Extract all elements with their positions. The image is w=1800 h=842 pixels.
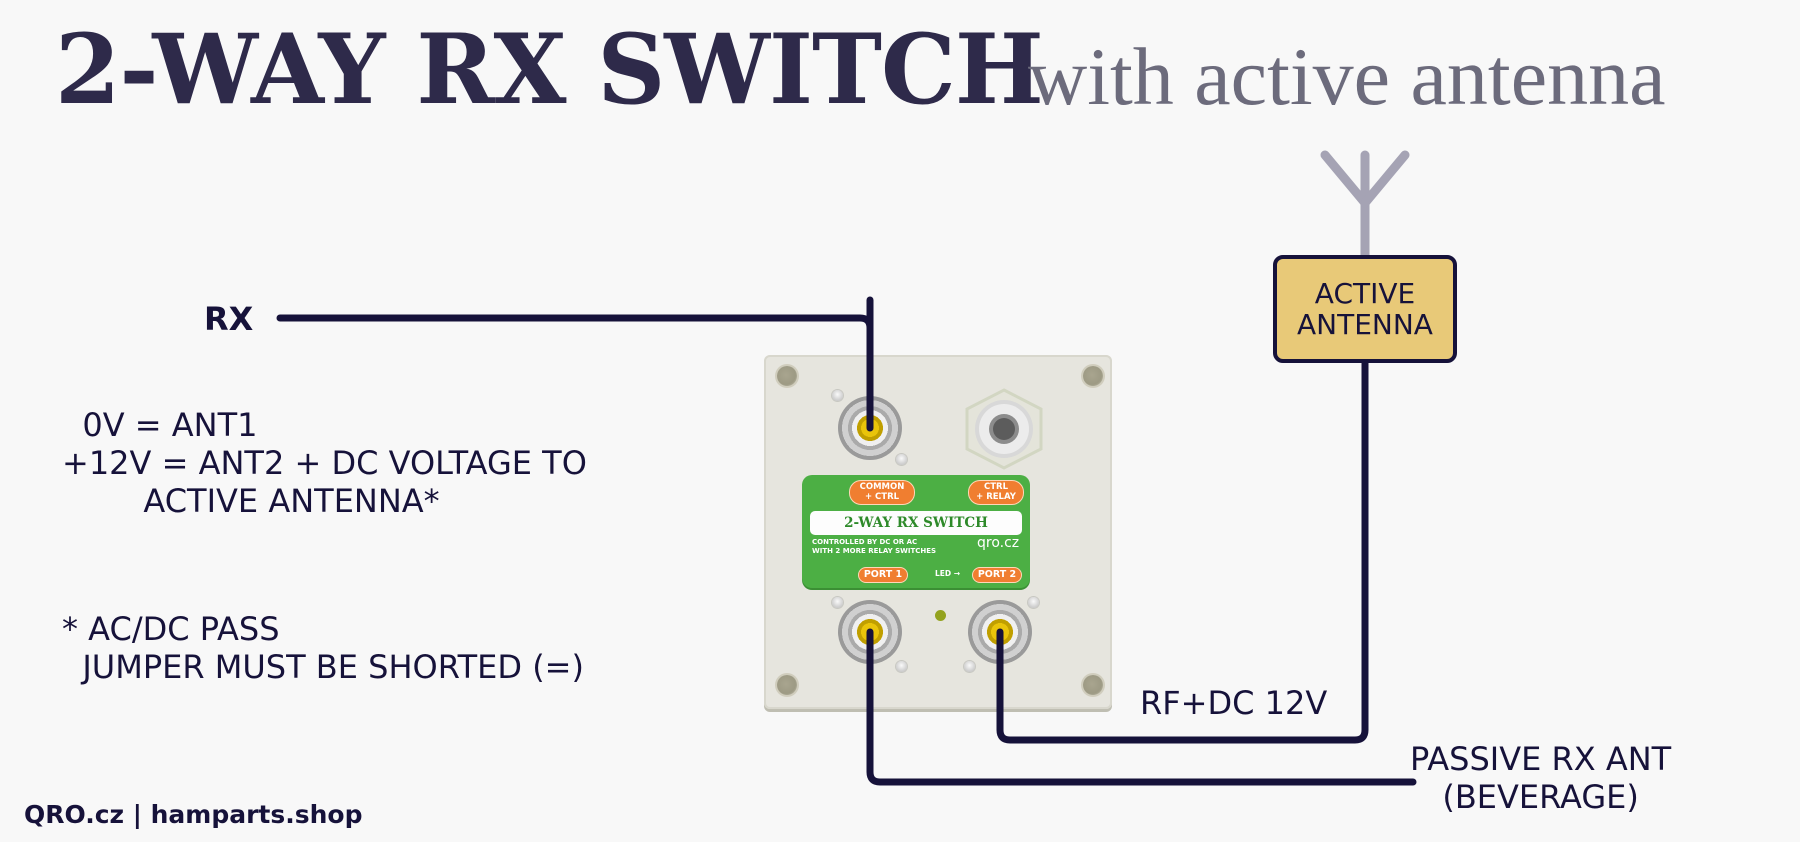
rx-label: RX <box>204 300 254 338</box>
corner-screw-icon <box>777 675 797 695</box>
corner-screw-icon <box>1083 366 1103 386</box>
corner-screw-icon <box>1083 675 1103 695</box>
passive-antenna-label: PASSIVE RX ANT (BEVERAGE) <box>1410 740 1671 816</box>
corner-screw-icon <box>777 366 797 386</box>
footnote-line: JUMPER MUST BE SHORTED (=) <box>62 648 584 686</box>
footnote-line: * AC/DC PASS <box>62 610 280 648</box>
active-antenna-line: ACTIVE <box>1314 277 1416 310</box>
description-line: WITH 2 MORE RELAY SWITCHES <box>812 547 937 555</box>
mount-screw-icon <box>832 597 843 608</box>
badge-line: + RELAY <box>976 492 1016 502</box>
badge-line: + CTRL <box>864 492 900 502</box>
brand-logo: qro.cz <box>977 535 1020 551</box>
mount-screw-icon <box>896 661 907 672</box>
badge-line: COMMON <box>859 482 905 492</box>
page-title: 2-WAY RX SWITCH <box>55 13 1044 126</box>
mount-screw-icon <box>1028 597 1039 608</box>
port1-badge: PORT 1 <box>858 567 908 583</box>
common-ctrl-badge: COMMON + CTRL <box>849 480 915 505</box>
active-antenna-wire <box>996 354 1369 744</box>
device-label-description: CONTROLLED BY DC OR AC WITH 2 MORE RELAY… <box>812 538 936 556</box>
badge-line: CTRL <box>984 482 1008 492</box>
led-indicator-icon <box>935 610 946 621</box>
note-line: ACTIVE ANTENNA* <box>62 482 440 520</box>
common-connector-icon <box>838 396 902 460</box>
mount-screw-icon <box>832 390 843 401</box>
control-voltage-notes: 0V = ANT1 +12V = ANT2 + DC VOLTAGE TO AC… <box>62 406 587 520</box>
passive-antenna-line: PASSIVE RX ANT <box>1410 740 1672 778</box>
port2-badge: PORT 2 <box>972 567 1022 583</box>
cable-gland-icon <box>965 388 1043 470</box>
note-line: +12V = ANT2 + DC VOLTAGE TO <box>62 444 587 482</box>
led-indicator-label: LED → <box>935 569 961 578</box>
ctrl-relay-badge: CTRL + RELAY <box>968 480 1024 505</box>
page-subtitle: with active antenna <box>1028 31 1666 122</box>
passive-antenna-line: (BEVERAGE) <box>1442 778 1639 816</box>
device-label-title: 2-WAY RX SWITCH <box>810 511 1022 535</box>
port2-connector-icon <box>968 600 1032 664</box>
antenna-symbol-icon <box>1320 150 1410 260</box>
mount-screw-icon <box>964 661 975 672</box>
active-antenna-box: ACTIVE ANTENNA <box>1273 255 1457 363</box>
device-label: COMMON + CTRL CTRL + RELAY 2-WAY RX SWIT… <box>802 475 1030 588</box>
note-line: 0V = ANT1 <box>62 406 258 444</box>
jumper-footnote: * AC/DC PASS JUMPER MUST BE SHORTED (=) <box>62 610 584 686</box>
footer-credit: QRO.cz | hamparts.shop <box>24 800 363 829</box>
rf-dc-label: RF+DC 12V <box>1140 684 1328 722</box>
active-antenna-line: ANTENNA <box>1297 308 1433 341</box>
mount-screw-icon <box>896 454 907 465</box>
description-line: CONTROLLED BY DC OR AC <box>812 538 918 546</box>
port1-connector-icon <box>838 600 902 664</box>
port1-wire <box>866 628 1417 786</box>
